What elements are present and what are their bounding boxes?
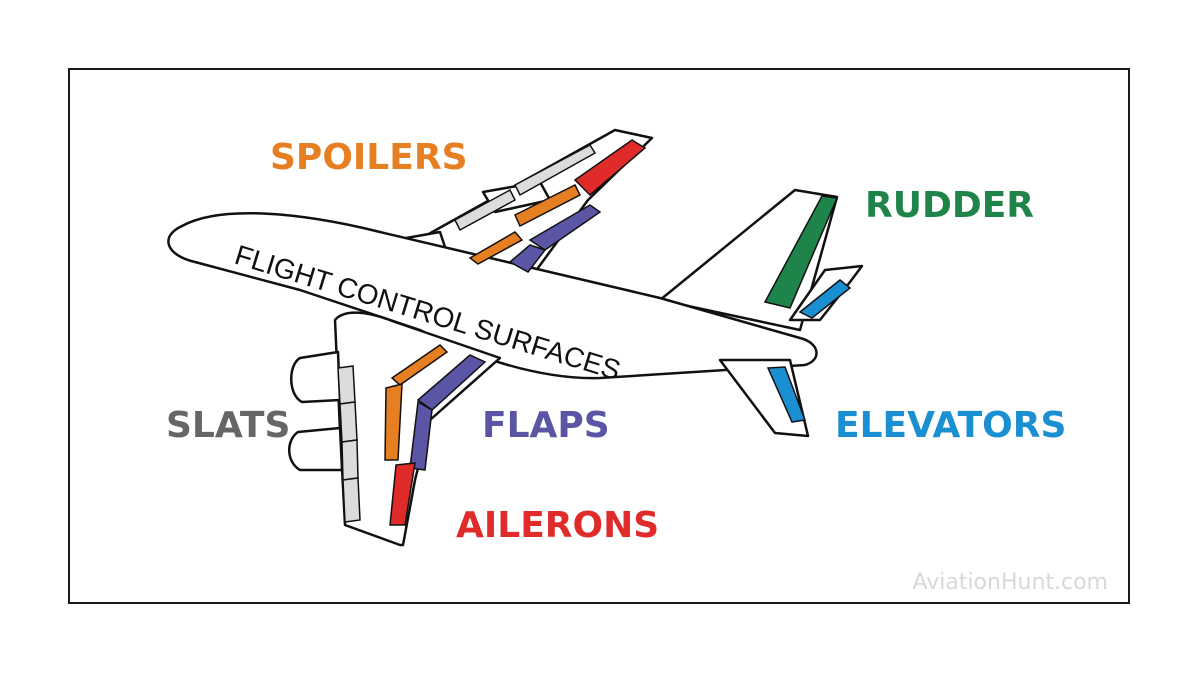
spoilers-label: SPOILERS — [270, 137, 468, 178]
aileron-panel — [389, 462, 416, 526]
slat-segment — [454, 188, 516, 232]
elevator-panel — [766, 366, 807, 423]
aileron-panel — [573, 139, 647, 197]
slats-label: SLATS — [166, 405, 291, 446]
elevators-label: ELEVATORS — [835, 405, 1067, 446]
flap-panel — [409, 400, 433, 471]
slat-segment — [341, 439, 359, 481]
slat-segment — [514, 144, 597, 197]
fuselage — [167, 212, 818, 380]
rudder-panel — [763, 195, 839, 309]
spoiler-panel — [468, 231, 524, 265]
spoiler-panel — [384, 383, 403, 461]
watermark: AviationHunt.com — [912, 570, 1108, 595]
spoiler-panel — [390, 344, 449, 386]
near-engine-outer — [290, 350, 342, 404]
slat-segment — [342, 477, 361, 523]
flap-panel — [528, 204, 602, 251]
spoiler-panel — [514, 183, 582, 228]
flaps-label: FLAPS — [482, 405, 610, 446]
rudder-label: RUDDER — [865, 185, 1035, 226]
slat-segment — [337, 365, 356, 405]
ailerons-label: AILERONS — [456, 505, 660, 546]
near-engine-inner — [288, 426, 344, 472]
elevator-panel — [798, 279, 852, 319]
slat-segment — [339, 401, 358, 443]
